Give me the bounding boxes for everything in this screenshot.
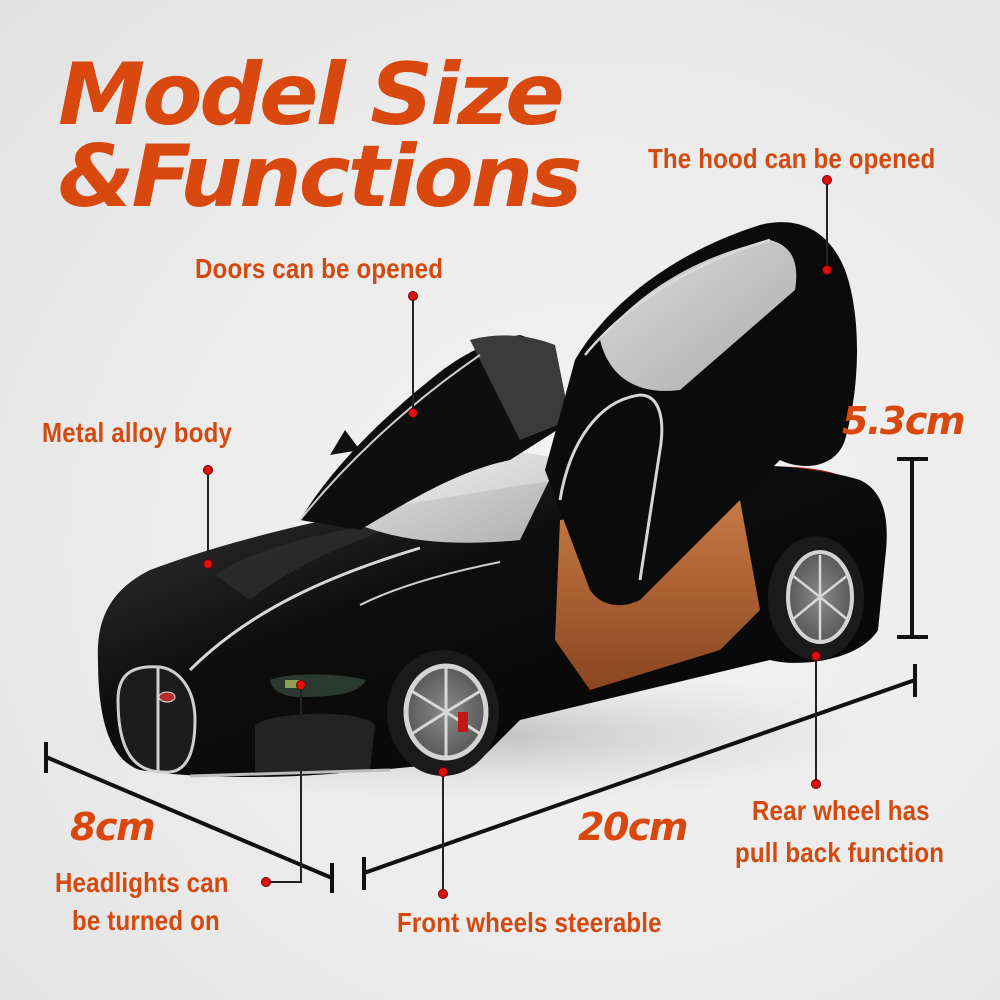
door-chrome-trim [558,393,664,581]
left-door-window [470,335,570,440]
front-brake-caliper [458,712,468,732]
lower-intake [255,713,375,772]
body-highlight [359,561,501,606]
page-title-line1: Model Size [58,45,565,145]
side-mirror [330,430,360,455]
windshield [360,452,560,543]
front-wheels-callout-dot [438,889,448,899]
brand-badge [158,691,176,703]
front-wheels-anchor-dot [438,767,448,777]
front-wheels-callout-label: Front wheels steerable [397,907,662,938]
upper-door-trim [584,238,771,356]
hood-chrome-strip [188,546,421,672]
doors-callout-dot [408,291,418,301]
height-dimension-bracket [897,457,928,639]
rear-wheel-callout-dot [811,779,821,789]
length-dimension-label: 20cm [578,805,689,849]
doors-anchor-dot [408,408,418,418]
right-door-window [600,240,797,391]
page-title-line2: &Functions [58,127,582,227]
width-dimension-label: 8cm [70,805,156,849]
doors-callout-label: Doors can be opened [195,253,444,284]
hood-panel [215,520,410,600]
hood-callout-dot [822,175,832,185]
body-callout-label: Metal alloy body [42,417,233,448]
rear-wheel-callout-label-line2: pull back function [735,837,945,868]
hood-callout-label: The hood can be opened [648,143,936,174]
headlights-callout-dot [261,877,271,887]
front-splitter-trim [189,768,391,778]
width-dimension-bracket [44,742,334,893]
rear-wheel-callout-label-line1: Rear wheel has [752,795,930,826]
headlight-glow [285,680,303,688]
rear-rim-spokes [791,555,849,640]
body-anchor-dot [203,559,213,569]
body-callout-dot [203,465,213,475]
length-dimension-bracket [362,664,917,890]
height-dimension-label: 5.3cm [842,399,965,443]
headlights-callout-label-line1: Headlights can [55,867,229,898]
headlights-callout-label-line2: be turned on [72,905,220,936]
left-door-trim [299,354,481,521]
headlights-anchor-dot [296,680,306,690]
headlights-leader-line [266,685,302,883]
hood-anchor-dot [822,265,832,275]
rear-wheel-anchor-dot [811,651,821,661]
